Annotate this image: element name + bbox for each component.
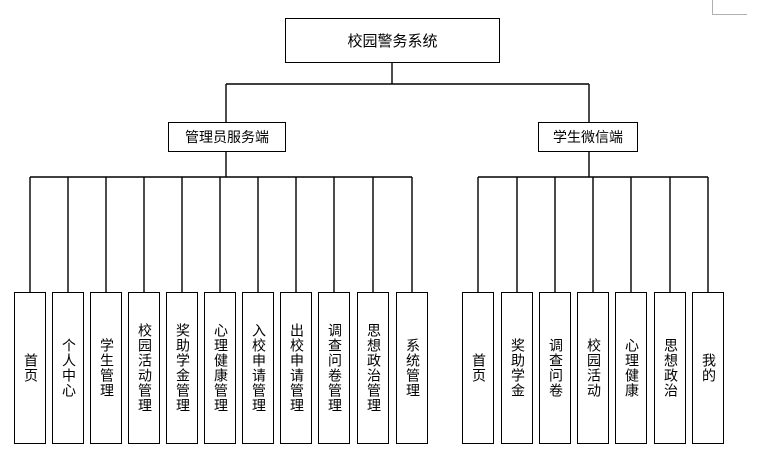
root-node: 校园警务系统 <box>285 18 500 63</box>
leaf-label: 奖助学金 <box>509 338 525 398</box>
admin-leaf-survey: 调查问卷管理 <box>318 292 350 444</box>
leaf-label: 出校申请管理 <box>288 323 304 413</box>
student-leaf-survey: 调查问卷 <box>539 292 571 444</box>
admin-leaf-entry: 入校申请管理 <box>242 292 274 444</box>
student-leaf-ideology: 思想政治 <box>654 292 686 444</box>
admin-leaf-home: 首页 <box>14 292 46 444</box>
leaf-label: 心理健康 <box>623 338 639 398</box>
leaf-label: 学生管理 <box>98 338 114 398</box>
admin-leaf-students: 学生管理 <box>90 292 122 444</box>
student-leaf-mine: 我的 <box>692 292 724 444</box>
leaf-label: 奖助学金管理 <box>174 323 190 413</box>
leaf-label: 心理健康管理 <box>212 323 228 413</box>
admin-leaf-profile: 个人中心 <box>52 292 84 444</box>
leaf-label: 校园活动 <box>585 338 601 398</box>
branch-student-label: 学生微信端 <box>553 130 623 146</box>
admin-leaf-system: 系统管理 <box>396 292 428 444</box>
student-leaf-activities: 校园活动 <box>577 292 609 444</box>
leaf-label: 个人中心 <box>60 338 76 398</box>
branch-student: 学生微信端 <box>538 122 638 152</box>
leaf-label: 入校申请管理 <box>250 323 266 413</box>
student-leaf-mental: 心理健康 <box>615 292 647 444</box>
leaf-label: 调查问卷管理 <box>326 323 342 413</box>
leaf-label: 系统管理 <box>404 338 420 398</box>
branch-admin-label: 管理员服务端 <box>185 130 269 146</box>
student-leaf-scholarship: 奖助学金 <box>501 292 533 444</box>
leaf-label: 思想政治管理 <box>365 323 381 413</box>
branch-admin: 管理员服务端 <box>168 122 286 152</box>
leaf-label: 校园活动管理 <box>136 323 152 413</box>
leaf-label: 我的 <box>700 353 716 383</box>
corner-mark <box>712 0 747 15</box>
leaf-label: 首页 <box>470 353 486 383</box>
admin-leaf-ideology: 思想政治管理 <box>357 292 389 444</box>
admin-leaf-mental: 心理健康管理 <box>204 292 236 444</box>
admin-leaf-activities: 校园活动管理 <box>128 292 160 444</box>
admin-leaf-scholarship: 奖助学金管理 <box>166 292 198 444</box>
leaf-label: 调查问卷 <box>547 338 563 398</box>
student-leaf-home: 首页 <box>462 292 494 444</box>
admin-leaf-exit: 出校申请管理 <box>280 292 312 444</box>
leaf-label: 思想政治 <box>662 338 678 398</box>
leaf-label: 首页 <box>22 353 38 383</box>
root-label: 校园警务系统 <box>347 32 438 50</box>
